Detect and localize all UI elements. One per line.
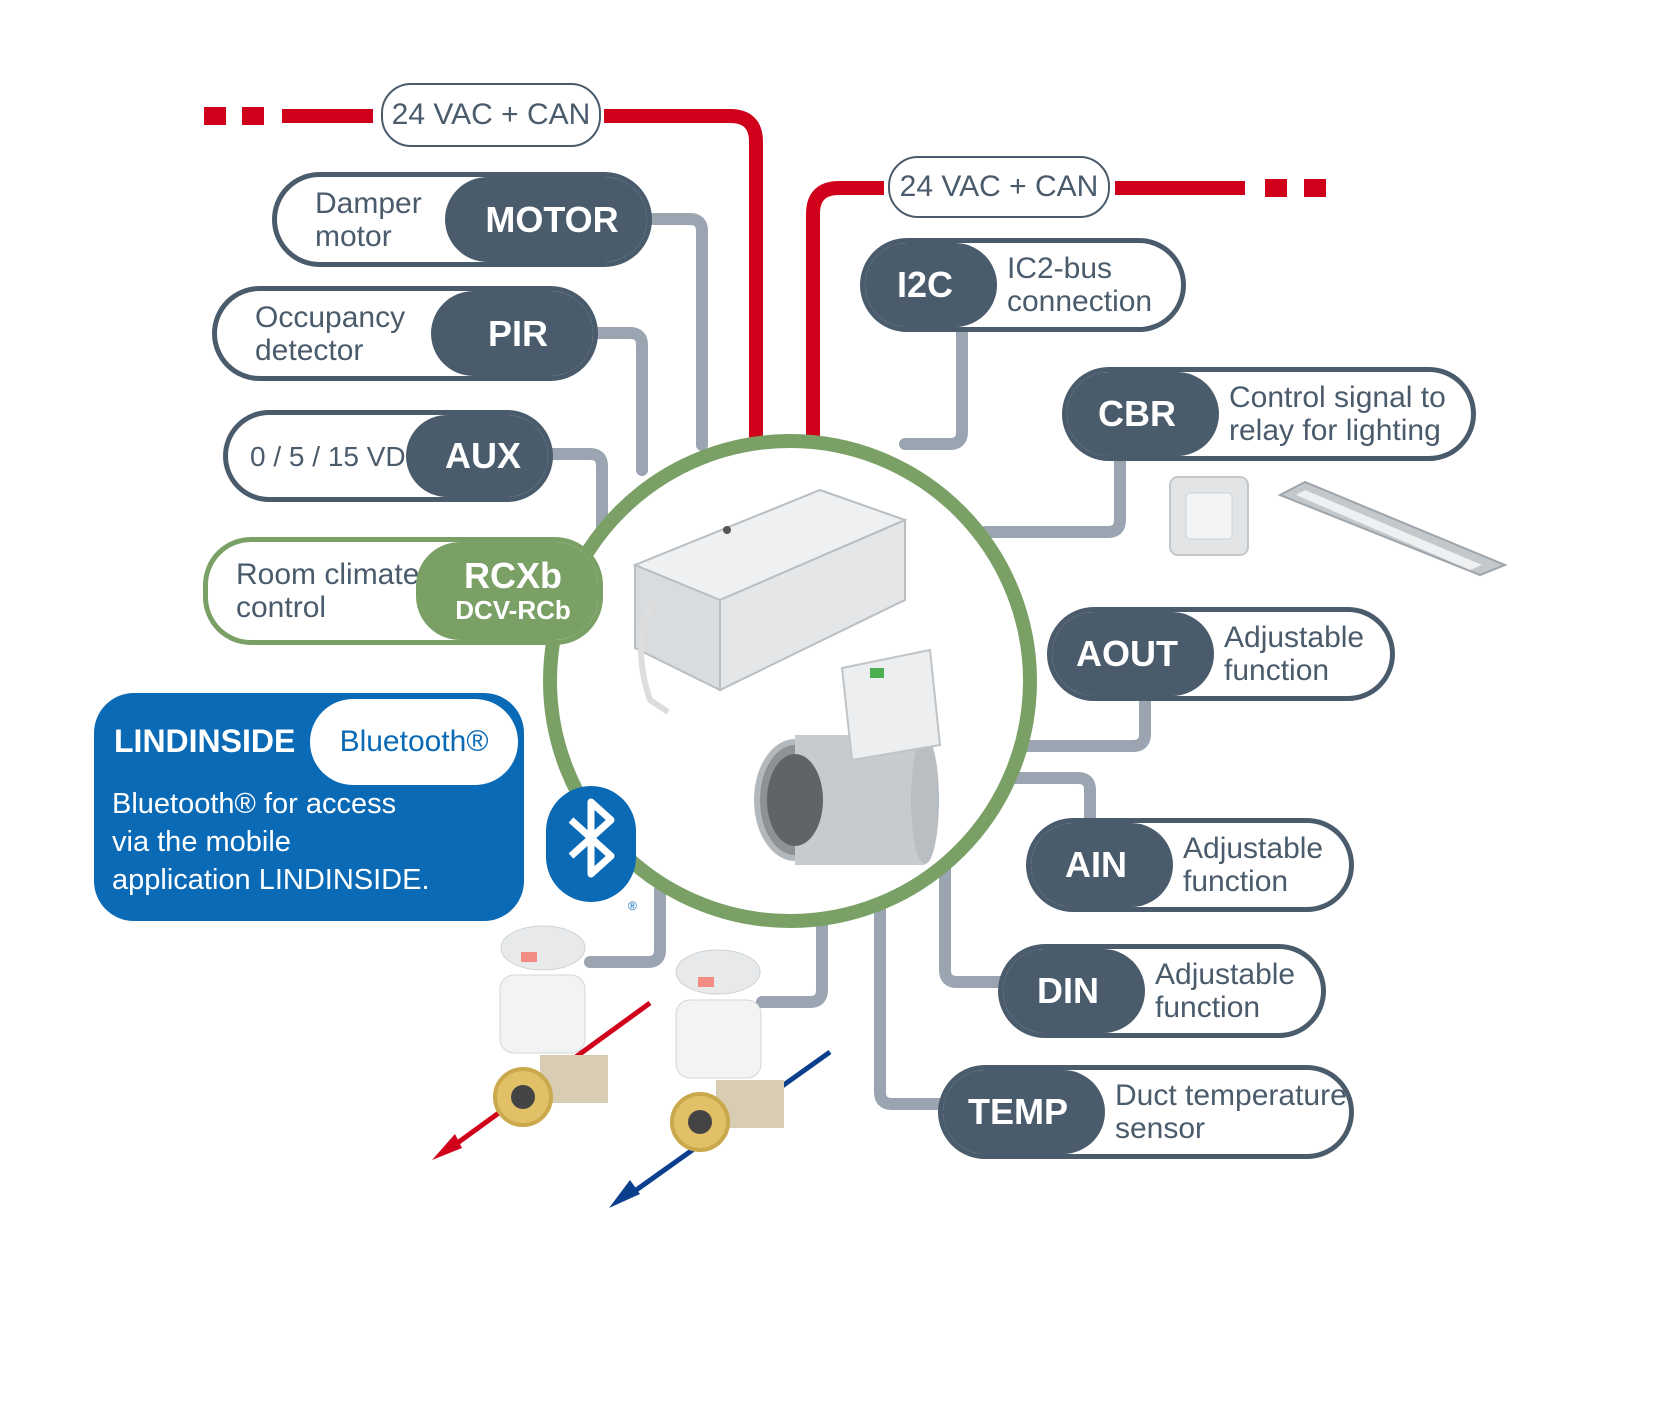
bluetooth-icon: ® (546, 786, 637, 913)
wire-i2c (899, 319, 968, 450)
bus-left-line (604, 109, 763, 440)
lindinside-description: Bluetooth® for access via the mobile app… (112, 788, 430, 896)
wire-motor (634, 213, 708, 451)
wire-pir (584, 327, 648, 476)
aout-desc: Adjustable function (1224, 621, 1365, 687)
pir-desc: Occupancy detector (255, 300, 406, 367)
motor-connector: Damper motor MOTOR (272, 172, 652, 267)
wire-cbr (979, 449, 1126, 538)
wall-switch-image (1169, 476, 1249, 556)
i2c-connector: I2C IC2-bus connection (860, 238, 1186, 332)
cbr-connector: CBR Control signal to relay for lighting (1062, 367, 1476, 461)
motor-code: MOTOR (445, 177, 647, 262)
wire-din (939, 824, 1016, 988)
bus-left-dot-1 (204, 107, 226, 125)
din-connector: DIN Adjustable function (998, 944, 1326, 1038)
aout-code: AOUT (1052, 612, 1214, 696)
rcx-desc: Room climate control (236, 558, 420, 624)
ain-connector: AIN Adjustable function (1026, 818, 1354, 912)
din-desc: Adjustable function (1155, 958, 1296, 1024)
rcx-code-main: RCXb (464, 555, 562, 596)
wire-aout (994, 692, 1151, 752)
damper-image (754, 648, 942, 865)
i2c-desc: IC2-bus connection (1007, 252, 1153, 318)
pir-code: PIR (431, 291, 593, 376)
bluetooth-badge: Bluetooth® (310, 699, 518, 785)
i2c-code: I2C (865, 243, 997, 327)
bus-right-dot-2 (1304, 179, 1326, 197)
aux-desc: 0 / 5 / 15 VDC (250, 440, 426, 472)
ain-code: AIN (1031, 823, 1173, 907)
rcx-code-sub: DCV-RCb (455, 595, 571, 625)
din-code: DIN (1003, 949, 1145, 1033)
light-fixture-image (1277, 480, 1508, 577)
lindinside-panel: LINDINSIDE Bluetooth® Bluetooth® for acc… (94, 693, 524, 921)
wire-ain (989, 772, 1096, 851)
valve-left-image (432, 925, 652, 1160)
bus-label-left: 24 VAC + CAN (381, 83, 601, 147)
bus-label-right: 24 VAC + CAN (888, 156, 1110, 218)
wire-valve-2 (756, 894, 828, 1008)
lindinside-title: LINDINSIDE (114, 723, 296, 759)
valve-right-image (609, 949, 832, 1208)
rcx-code: RCXb DCV-RCb (416, 542, 598, 640)
motor-desc: Damper motor (315, 186, 422, 253)
rcx-connector: Room climate control RCXb DCV-RCb (203, 537, 603, 645)
pir-connector: Occupancy detector PIR (212, 286, 598, 381)
aux-code: AUX (406, 415, 548, 497)
wire-aux (534, 448, 608, 546)
ain-desc: Adjustable function (1183, 832, 1324, 898)
bus-right-dot-1 (1265, 179, 1287, 197)
wire-valve-1 (584, 884, 666, 968)
temp-code: TEMP (943, 1070, 1105, 1154)
cbr-code: CBR (1067, 372, 1219, 456)
aout-connector: AOUT Adjustable function (1047, 607, 1395, 701)
temp-connector: TEMP Duct temperature sensor (938, 1065, 1354, 1159)
wire-temp (874, 874, 956, 1110)
controller-unit-image (632, 488, 908, 715)
svg-text:®: ® (628, 899, 637, 913)
cbr-desc: Control signal to relay for lighting (1229, 381, 1446, 447)
aux-connector: 0 / 5 / 15 VDC AUX (223, 410, 553, 502)
temp-desc: Duct temperature sensor (1115, 1079, 1347, 1145)
bus-left-dot-2 (242, 107, 264, 125)
bus-right-line (806, 181, 884, 446)
